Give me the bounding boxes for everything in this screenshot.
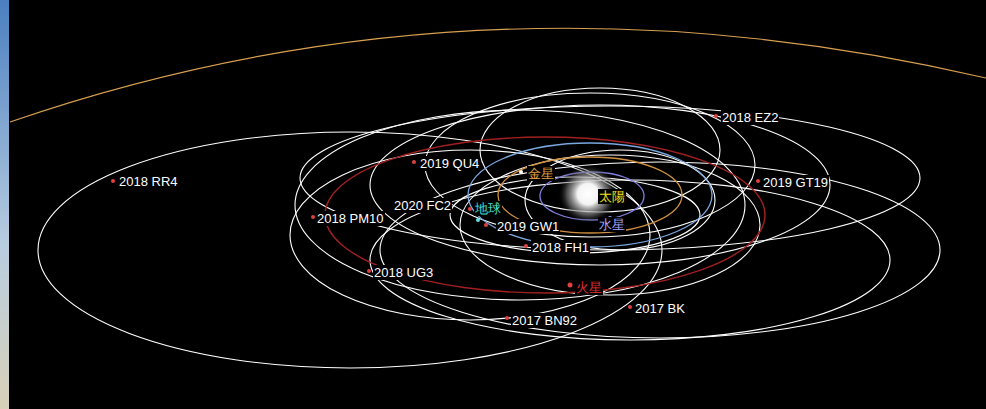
earth-orbit [468,143,712,247]
asteroid-label: 2018 FH1 [531,240,590,255]
asteroid-dots [111,114,760,320]
asteroid-label: 2019 GT19 [762,175,829,190]
asteroid-label: 2018 UG3 [373,265,434,280]
asteroid-label: 2020 FC2 [393,198,452,213]
venus-dot [519,170,523,174]
sun-label: 太陽 [598,189,626,204]
planet-label: 地球 [474,201,502,216]
planet-label: 金星 [527,166,555,181]
asteroid-label: 2018 RR4 [118,174,179,189]
mars-orbit [325,137,765,293]
asteroid-label: 2017 BN92 [511,313,578,328]
asteroid-label: 2018 EZ2 [721,110,779,125]
window-edge [0,0,9,409]
planet-label: 火星 [575,280,603,295]
asteroid-orbits [38,88,940,368]
planet-label: 水星 [598,217,626,232]
asteroid-label: 2018 PM10 [316,211,385,226]
outer-orbit [10,28,986,122]
asteroid-label: 2017 BK [634,301,686,316]
asteroid-label: 2019 QU4 [419,156,480,171]
earth-dot [476,218,480,222]
asteroid-label: 2019 GW1 [496,219,560,234]
